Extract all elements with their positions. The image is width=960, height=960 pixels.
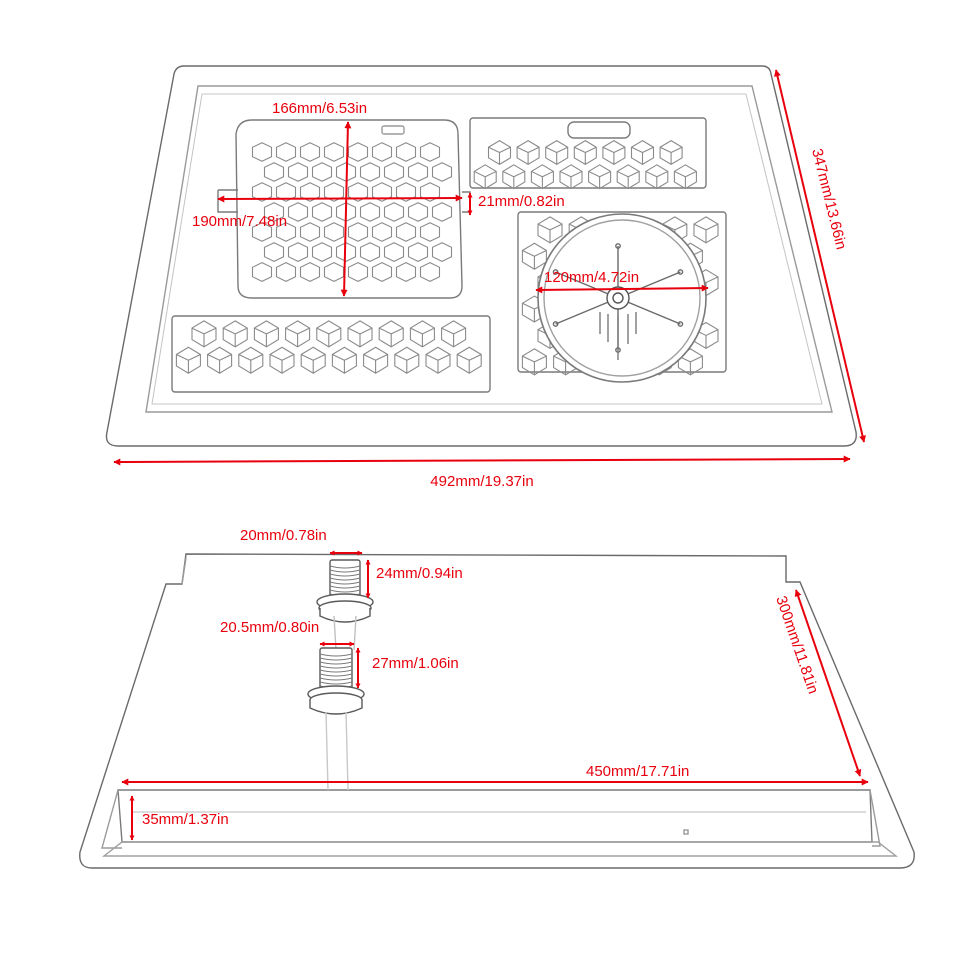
top-view-labels: 492mm/19.37in 347mm/13.66in 166mm/6.53in…	[192, 100, 850, 490]
bottom-view-dimensions	[121, 550, 869, 841]
drain-basket	[217, 119, 471, 299]
rinser-label: 120mm/4.72in	[544, 269, 639, 286]
bottom-depth-dimension-line	[794, 589, 862, 777]
upper-grate	[469, 117, 707, 190]
lower-fitting-length-label: 27mm/1.06in	[372, 655, 459, 672]
lower-drain-fitting	[307, 647, 365, 791]
top-view-drip-tray	[105, 65, 857, 447]
bottom-height-label: 35mm/1.37in	[142, 811, 229, 828]
tray-floor-edge	[151, 93, 823, 405]
upper-drain-fitting	[316, 559, 374, 651]
lower-fitting-diameter-label: 20.5mm/0.80in	[220, 619, 319, 636]
top-view-dimensions	[113, 69, 866, 466]
rinser-hub	[606, 286, 630, 310]
upper-fitting-diameter-label: 20mm/0.78in	[240, 527, 327, 544]
rinser-dimension-line	[535, 284, 709, 294]
tray-body-bottom-edge	[117, 789, 873, 843]
basket-lip-label: 21mm/0.82in	[478, 193, 565, 210]
basket-width-dimension-line	[217, 194, 463, 203]
tray-outer-rim	[105, 65, 857, 447]
tray-width-dimension-line	[113, 455, 851, 466]
lower-grate	[171, 315, 491, 393]
tray-width-label: 492mm/19.37in	[430, 473, 533, 490]
basket-width-label: 190mm/7.48in	[192, 213, 287, 230]
tray-flange-outline	[79, 553, 915, 869]
basket-depth-label: 166mm/6.53in	[272, 100, 367, 117]
bottom-width-label: 450mm/17.71in	[586, 763, 689, 780]
upper-fitting-length-label: 24mm/0.94in	[376, 565, 463, 582]
basket-depth-dimension-line	[340, 121, 352, 297]
rinser-plate	[517, 211, 727, 383]
bottom-view-drip-tray	[79, 553, 915, 869]
tray-depth-dimension-line	[774, 69, 866, 443]
tray-inner-rim	[145, 85, 833, 413]
